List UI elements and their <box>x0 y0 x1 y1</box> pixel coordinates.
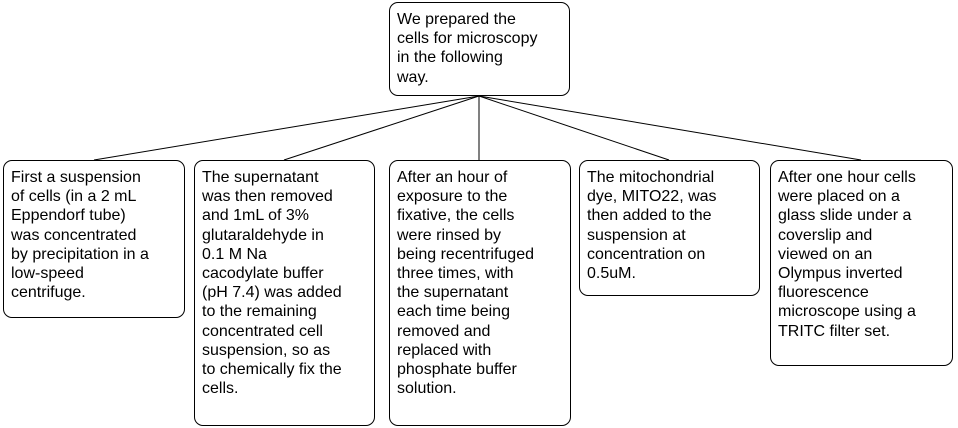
root-box: We prepared the cells for microscopy in … <box>389 2 570 96</box>
step-box-5: After one hour cells were placed on a gl… <box>770 160 953 366</box>
connector-step1 <box>93 95 480 161</box>
step-box-2: The supernatant was then removed and 1mL… <box>194 160 375 426</box>
connector-step4 <box>478 95 670 161</box>
step-box-1: First a suspension of cells (in a 2 mL E… <box>3 160 185 318</box>
step-box-4: The mitochondrial dye, MITO22, was then … <box>579 160 760 296</box>
connector-step5 <box>478 95 862 161</box>
connector-step2 <box>283 95 480 161</box>
step-box-3: After an hour of exposure to the fixativ… <box>389 160 571 426</box>
